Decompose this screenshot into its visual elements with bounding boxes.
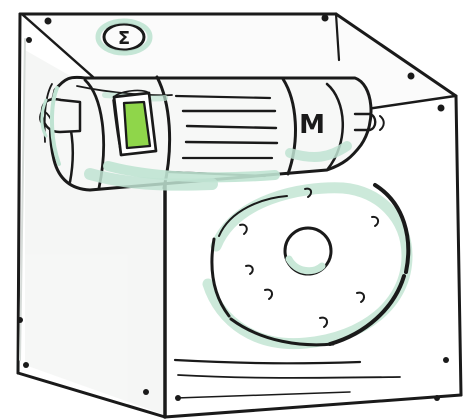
top-symbol: Σ (118, 28, 130, 49)
green-switch (112, 89, 158, 157)
motor-label: M (299, 110, 325, 140)
pulley-wheel (202, 182, 413, 350)
top-emblem: Σ (95, 18, 153, 56)
